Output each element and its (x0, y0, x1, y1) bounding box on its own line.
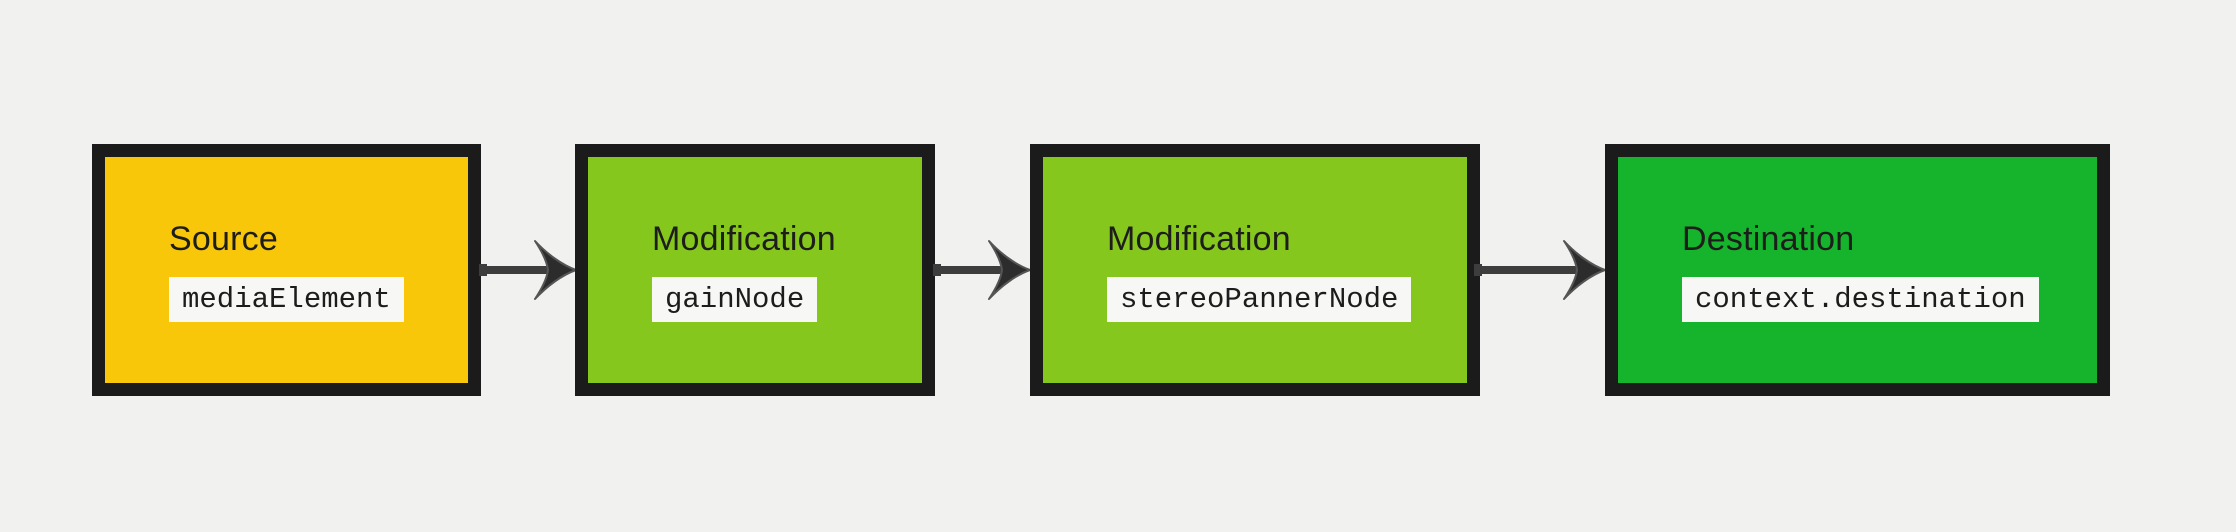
node-source: Source mediaElement (92, 144, 481, 396)
arrow-right-icon (933, 240, 1031, 300)
node-modification-gain: Modification gainNode (575, 144, 935, 396)
node-source-title: Source (169, 219, 278, 258)
node-modification-gain-title: Modification (652, 219, 836, 258)
arrow-right-icon (479, 240, 577, 300)
node-modification-panner-title: Modification (1107, 219, 1291, 258)
node-destination-code-chip: context.destination (1682, 276, 2039, 322)
node-modification-gain-code-chip: gainNode (652, 276, 818, 322)
node-destination-title: Destination (1682, 219, 1855, 258)
node-modification-panner: Modification stereoPannerNode (1030, 144, 1480, 396)
node-modification-panner-code-chip: stereoPannerNode (1107, 276, 1412, 322)
arrow-right-icon (1474, 240, 1606, 300)
node-source-code-chip: mediaElement (169, 276, 404, 322)
node-destination: Destination context.destination (1605, 144, 2110, 396)
